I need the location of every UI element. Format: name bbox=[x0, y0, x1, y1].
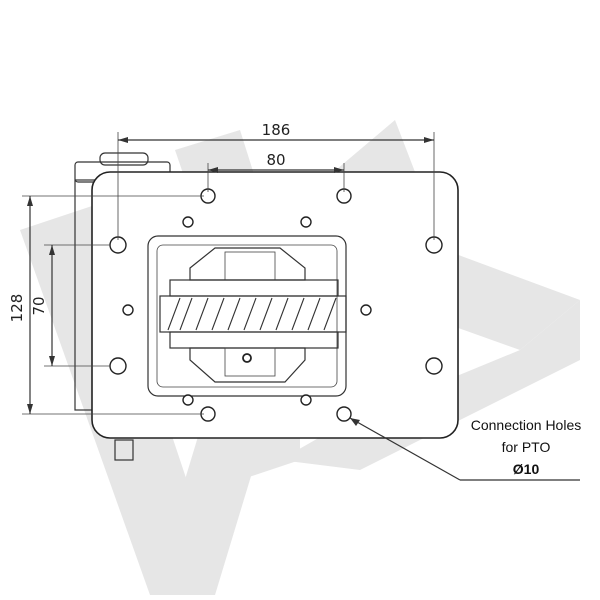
dimension-70-label: 70 bbox=[30, 296, 48, 315]
callout-line-2: for PTO bbox=[502, 439, 551, 455]
mounting-holes bbox=[109, 188, 443, 422]
dimension-80-label: 80 bbox=[266, 151, 285, 169]
dimension-186: 186 bbox=[117, 121, 435, 240]
gear-assembly bbox=[159, 247, 347, 383]
dimension-128-label: 128 bbox=[8, 294, 26, 323]
center-bolt-icon bbox=[242, 353, 252, 363]
dimension-128: 128 bbox=[8, 195, 204, 415]
callout-leader bbox=[349, 417, 580, 481]
callout-line-1: Connection Holes bbox=[471, 417, 582, 433]
dimension-70: 70 bbox=[30, 244, 110, 367]
gear-teeth bbox=[167, 297, 337, 331]
mounting-plate bbox=[91, 171, 459, 439]
dimension-186-label: 186 bbox=[262, 121, 291, 139]
dimension-80: 80 bbox=[207, 151, 345, 192]
callout-line-3: Ø10 bbox=[513, 461, 540, 477]
callout-label: Connection Holes for PTO Ø10 bbox=[471, 417, 582, 477]
